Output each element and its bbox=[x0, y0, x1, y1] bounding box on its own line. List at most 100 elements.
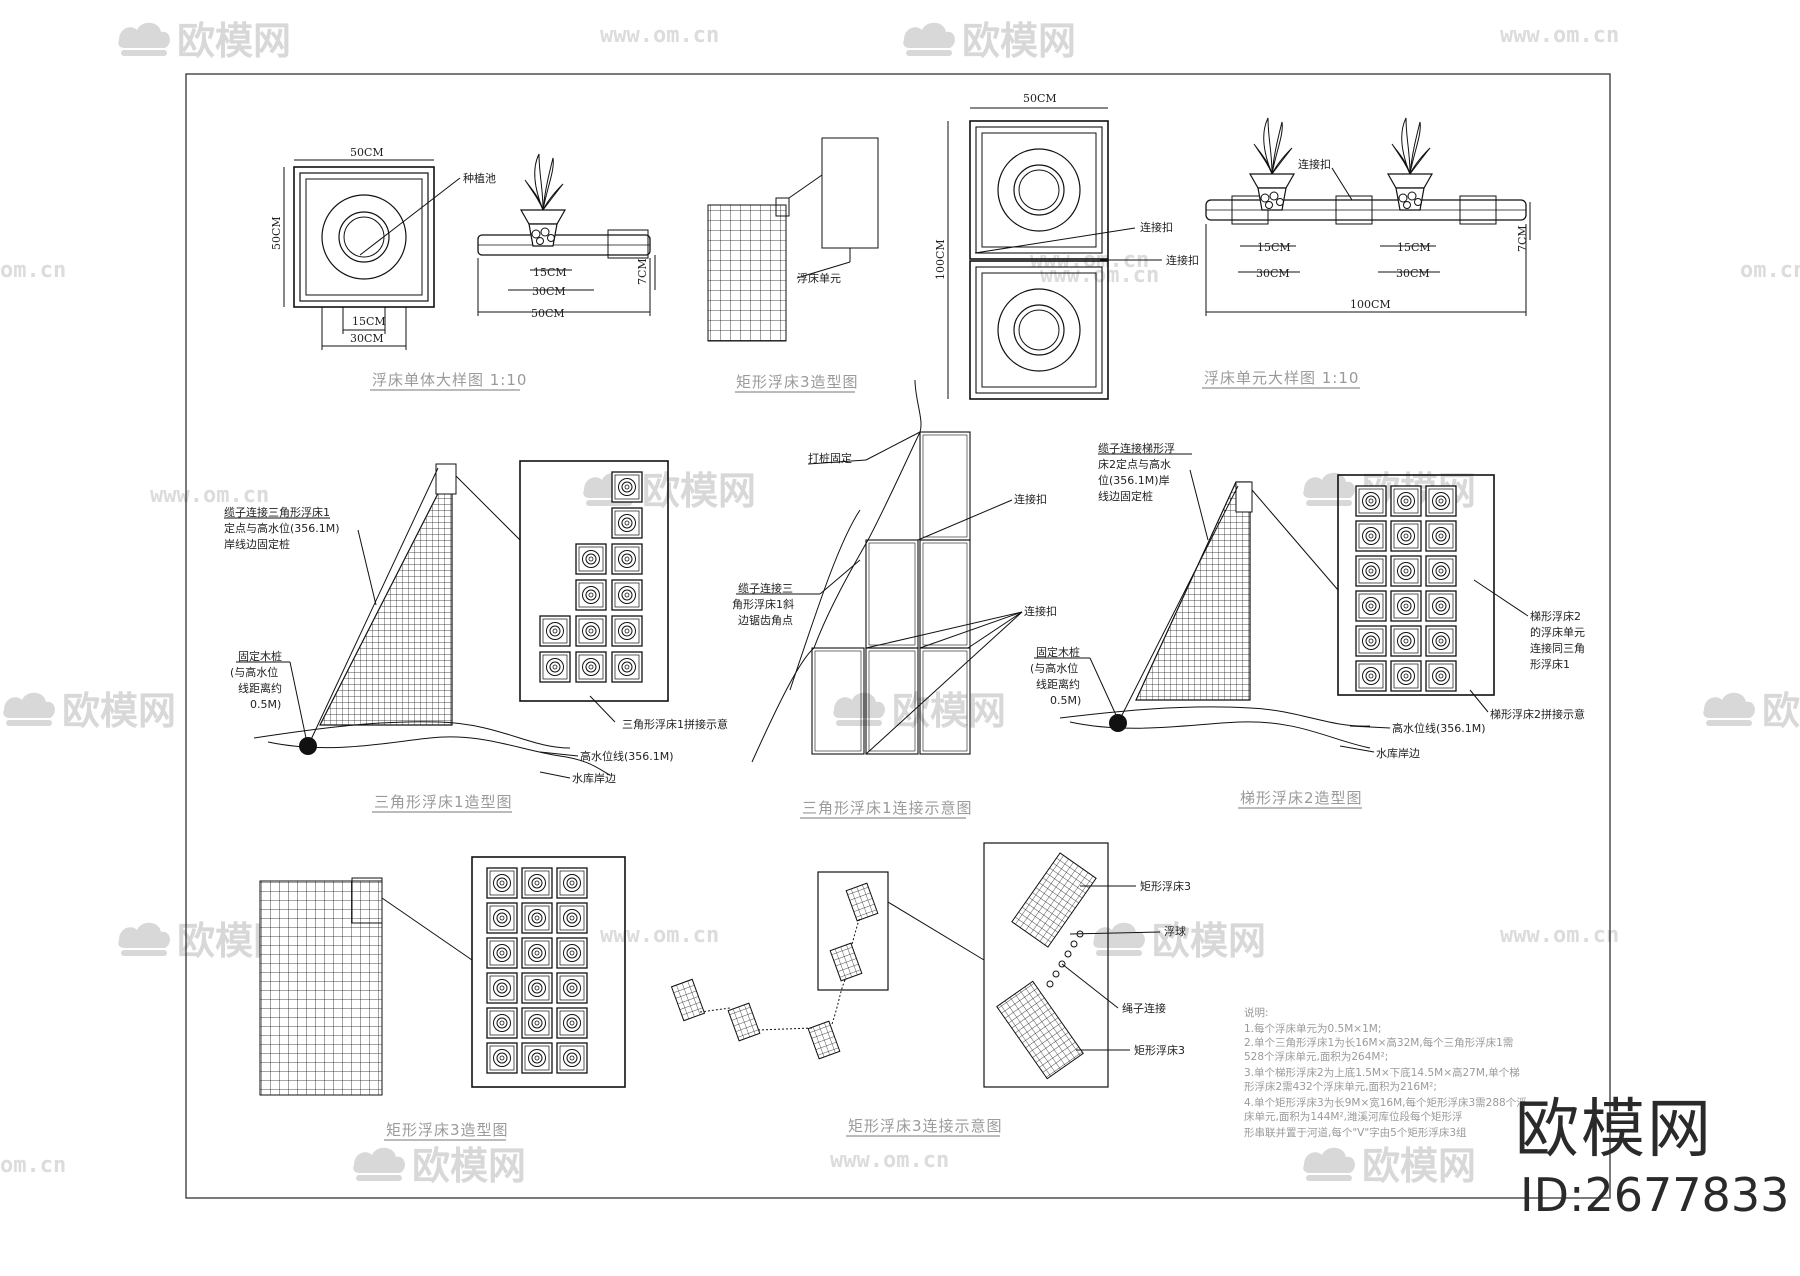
watermark-url: om.cn bbox=[1740, 258, 1800, 283]
watermark-logo-icon bbox=[1303, 472, 1355, 506]
watermark-url: www.om.cn bbox=[600, 23, 719, 48]
watermark-brand: 欧模网 bbox=[1762, 689, 1800, 733]
float-unit-cell bbox=[486, 1007, 518, 1039]
sec-50: 50CM bbox=[531, 307, 565, 320]
watermark-brand: 欧模网 bbox=[892, 689, 1006, 733]
float-unit-cell bbox=[1425, 485, 1457, 517]
notes-block: 说明: 1.每个浮床单元为0.5M×1M; 2.单个三角形浮床1为长16M×高3… bbox=[1244, 1006, 1527, 1139]
corner-model-id: ID:2677833 bbox=[1520, 1168, 1790, 1222]
float-unit-cell bbox=[575, 579, 607, 611]
svg-text:2.单个三角形浮床1为长16M×高32M,每个三角形浮床1需: 2.单个三角形浮床1为长16M×高32M,每个三角形浮床1需 bbox=[1244, 1036, 1513, 1049]
float-unit-cell bbox=[486, 972, 518, 1004]
dim-left-50: 50CM bbox=[270, 216, 283, 250]
watermark-url: www.om.cn bbox=[150, 483, 269, 508]
watermark-brand: 欧模网 bbox=[1152, 919, 1266, 963]
watermark-brand: 欧模网 bbox=[1362, 1144, 1476, 1188]
float-unit-cell bbox=[1355, 555, 1387, 587]
dim-top-50: 50CM bbox=[350, 146, 384, 159]
float-unit-cell bbox=[1355, 625, 1387, 657]
float-unit-cell bbox=[539, 615, 571, 647]
sec-d15b: 15CM bbox=[1397, 241, 1431, 254]
float-unit-cell bbox=[611, 471, 643, 503]
plan-dim-100: 100CM bbox=[934, 239, 947, 280]
float-unit-cell bbox=[1355, 520, 1387, 552]
svg-text:(与高水位: (与高水位 bbox=[230, 665, 278, 679]
svg-text:线距离约: 线距离约 bbox=[1036, 677, 1080, 691]
label-section-clip: 连接扣 bbox=[1298, 157, 1331, 171]
float-unit-cell bbox=[1390, 625, 1422, 657]
trap2-stake-note: 固定木桩 (与高水位 线距离约 0.5M) bbox=[1030, 645, 1081, 707]
watermark-url: om.cn bbox=[0, 258, 66, 283]
float-unit-cell bbox=[521, 1042, 553, 1074]
svg-text:0.5M): 0.5M) bbox=[1050, 694, 1081, 707]
svg-text:缆子连接三角形浮床1: 缆子连接三角形浮床1 bbox=[224, 505, 330, 519]
float-unit-cell bbox=[575, 615, 607, 647]
panel-unit-section: 连接扣 15CM 30CM 15CM 30CM 100CM 7CM 浮床单元大样… bbox=[1202, 117, 1531, 389]
dim-15: 15CM bbox=[352, 315, 386, 328]
watermark-url: www.om.cn bbox=[830, 1148, 949, 1173]
rect3-label-float: 浮球 bbox=[1164, 924, 1186, 938]
float-unit-cell bbox=[1355, 485, 1387, 517]
corner-brand-logo: 欧模网 bbox=[1515, 1093, 1713, 1167]
float-unit-cell bbox=[556, 867, 588, 899]
svg-text:(与高水位: (与高水位 bbox=[1030, 661, 1078, 675]
svg-text:的浮床单元: 的浮床单元 bbox=[1530, 625, 1585, 639]
svg-text:缆子连接三: 缆子连接三 bbox=[738, 582, 793, 595]
svg-text:形浮床2需432个浮床单元,面积为216M²;: 形浮床2需432个浮床单元,面积为216M²; bbox=[1244, 1080, 1437, 1093]
panel-trap2: 缆子连接梯形浮 床2定点与高水 位(356.1M)岸 线边固定桩 固定木桩 (与… bbox=[1030, 442, 1585, 809]
title-unit-detail: 浮床单体大样图 1:10 bbox=[372, 371, 527, 389]
float-unit-cell bbox=[1355, 590, 1387, 622]
svg-text:定点与高水位(356.1M): 定点与高水位(356.1M) bbox=[224, 521, 340, 535]
watermark-brand: 欧模网 bbox=[412, 1144, 526, 1188]
panel-rect3-shape-b: 矩形浮床3造型图 bbox=[259, 856, 626, 1141]
svg-text:梯形浮床2: 梯形浮床2 bbox=[1530, 609, 1581, 623]
watermark-logo-icon bbox=[833, 692, 885, 726]
float-unit-cell bbox=[611, 651, 643, 683]
float-unit-cell bbox=[486, 902, 518, 934]
rect3-label-b: 矩形浮床3 bbox=[1134, 1043, 1185, 1057]
float-unit-cell bbox=[521, 902, 553, 934]
svg-text:连接同三角: 连接同三角 bbox=[1530, 642, 1585, 655]
rect3-label-rope: 绳子连接 bbox=[1122, 1001, 1166, 1015]
float-unit-cell bbox=[1390, 485, 1422, 517]
svg-text:固定木桩: 固定木桩 bbox=[1036, 645, 1080, 659]
watermark-brand: 欧模网 bbox=[177, 19, 291, 63]
panel-unit-detail: 50CM 50CM 15CM 30CM 种植池 15CM 30CM 50CM 7… bbox=[270, 146, 656, 391]
watermark-url: om.cn bbox=[0, 1153, 66, 1178]
float-unit-cell bbox=[521, 867, 553, 899]
float-unit-cell bbox=[1425, 660, 1457, 692]
float-unit-cell bbox=[556, 937, 588, 969]
watermark-logo-icon bbox=[1703, 692, 1755, 726]
watermark-logo-icon bbox=[903, 22, 955, 56]
svg-text:线距离约: 线距离约 bbox=[238, 681, 282, 695]
svg-text:固定木桩: 固定木桩 bbox=[238, 649, 282, 663]
float-unit-cell bbox=[1425, 625, 1457, 657]
float-unit-cell bbox=[611, 507, 643, 539]
float-unit-cell bbox=[1390, 660, 1422, 692]
watermark-url: www.om.cn bbox=[600, 923, 719, 948]
title-unit-section: 浮床单元大样图 1:10 bbox=[1204, 369, 1359, 387]
svg-text:3.单个梯形浮床2为上底1.5M×下底14.5M×高27M,: 3.单个梯形浮床2为上底1.5M×下底14.5M×高27M,单个梯 bbox=[1244, 1066, 1520, 1079]
sec-d30a: 30CM bbox=[1256, 267, 1290, 280]
label-planter: 种植池 bbox=[463, 171, 496, 185]
panel-rect3-conn: 矩形浮床3 浮球 绳子连接 矩形浮床3 矩形浮床3连接示意图 bbox=[670, 842, 1191, 1137]
float-unit-cell bbox=[611, 579, 643, 611]
trap2-bank-label: 水库岸边 bbox=[1376, 747, 1420, 760]
float-unit-cell bbox=[1390, 520, 1422, 552]
svg-text:边锯齿角点: 边锯齿角点 bbox=[738, 613, 793, 627]
float-unit-cell bbox=[575, 651, 607, 683]
float-unit-cell bbox=[575, 543, 607, 575]
float-unit-cell bbox=[521, 972, 553, 1004]
float-unit-cell bbox=[1390, 590, 1422, 622]
tri1-rope-note: 缆子连接三角形浮床1 定点与高水位(356.1M) 岸线边固定桩 bbox=[224, 505, 340, 551]
tri1-stake-note: 固定木桩 (与高水位 线距离约 0.5M) bbox=[230, 649, 282, 711]
svg-text:岸线边固定桩: 岸线边固定桩 bbox=[224, 537, 290, 551]
watermark-logo-icon bbox=[118, 922, 170, 956]
svg-text:床2定点与高水: 床2定点与高水 bbox=[1098, 457, 1171, 471]
conn-rope-note: 缆子连接三 角形浮床1斜 边锯齿角点 bbox=[732, 582, 794, 627]
panel-tri1: 缆子连接三角形浮床1 定点与高水位(356.1M) 岸线边固定桩 固定木桩 (与… bbox=[224, 460, 728, 813]
sec-d7: 7CM bbox=[1516, 225, 1529, 252]
rect3-label-a: 矩形浮床3 bbox=[1140, 879, 1191, 893]
